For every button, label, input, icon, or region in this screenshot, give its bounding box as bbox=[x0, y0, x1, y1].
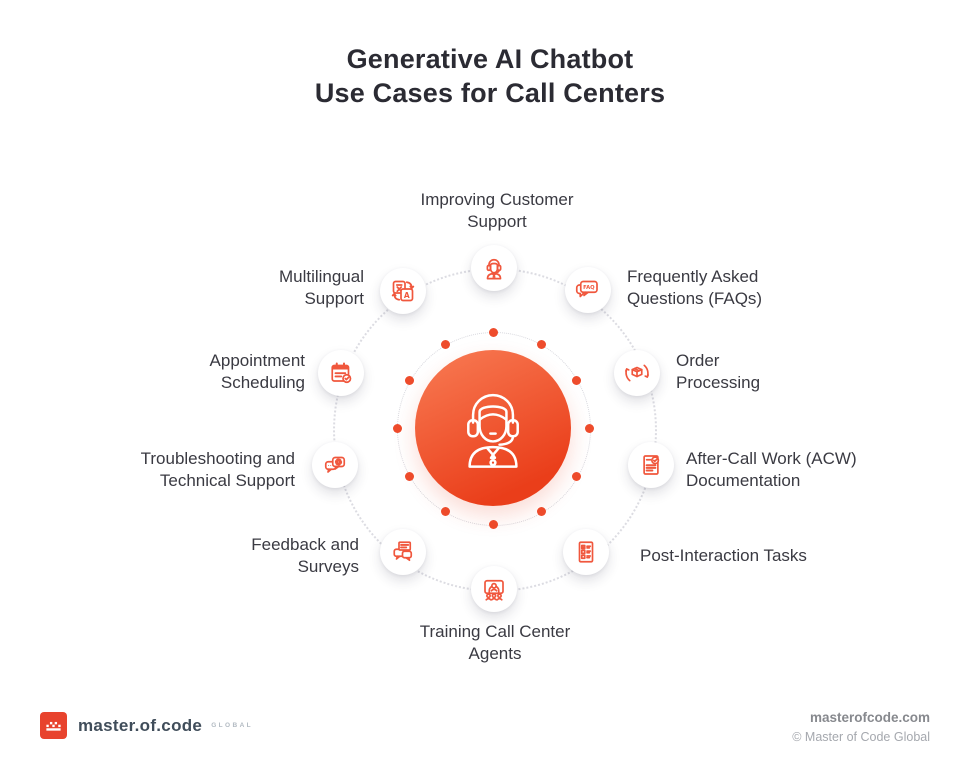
ring-dot bbox=[393, 424, 402, 433]
brand-name: master.of.code bbox=[78, 715, 203, 735]
use-case-badge-training-agents bbox=[471, 566, 517, 612]
feedback-chat-icon bbox=[393, 541, 413, 562]
call-center-agent-icon bbox=[467, 393, 519, 468]
ring-dot bbox=[537, 507, 546, 516]
translate-icon-letter: A bbox=[404, 291, 410, 300]
chat-gear-icon bbox=[324, 456, 346, 473]
copyright-text: © Master of Code Global bbox=[792, 730, 930, 744]
use-case-label-multilingual-support: Multilingual Support bbox=[278, 267, 364, 308]
footer-credits: masterofcode.com © Master of Code Global bbox=[792, 710, 930, 744]
page-title-line2: Use Cases for Call Centers bbox=[314, 78, 666, 108]
use-case-label-training-agents: Training Call Center Agents bbox=[419, 622, 571, 663]
use-case-badge-acw-documentation bbox=[628, 442, 674, 488]
use-case-badge-faq: FAQ bbox=[565, 267, 611, 313]
use-case-badge-multilingual-support: A bbox=[380, 268, 426, 314]
ring-dot bbox=[405, 376, 414, 385]
use-case-label-faq: Frequently Asked Questions (FAQs) bbox=[627, 267, 763, 308]
page-title: Generative AI Chatbot Use Cases for Call… bbox=[0, 42, 980, 110]
document-check-icon bbox=[643, 455, 660, 475]
use-case-label-order-processing: Order Processing bbox=[676, 351, 761, 392]
use-case-label-improving-customer-support: Improving Customer Support bbox=[420, 190, 574, 231]
pixel-crown-icon bbox=[46, 721, 61, 731]
ring-dot bbox=[537, 340, 546, 349]
package-cycle-icon bbox=[625, 364, 649, 382]
brand-suffix: GLOBAL bbox=[211, 722, 254, 729]
ring-dot bbox=[489, 520, 498, 529]
faq-bubble-icon: FAQ bbox=[575, 280, 598, 298]
central-hub bbox=[415, 350, 571, 506]
use-case-badge-order-processing bbox=[614, 350, 660, 396]
use-case-badge-feedback-surveys bbox=[380, 529, 426, 575]
use-case-label-acw-documentation: After-Call Work (ACW) Documentation bbox=[686, 449, 857, 490]
headset-agent-icon bbox=[486, 258, 502, 280]
translate-icon: A bbox=[391, 280, 415, 302]
faq-icon-text: FAQ bbox=[583, 285, 595, 291]
brand-footer: master.of.code GLOBAL bbox=[40, 712, 253, 739]
ring-dot bbox=[405, 472, 414, 481]
use-case-label-post-interaction-tasks: Post-Interaction Tasks bbox=[640, 546, 807, 565]
training-presentation-icon bbox=[484, 579, 504, 601]
ring-dot bbox=[489, 328, 498, 337]
website-link[interactable]: masterofcode.com bbox=[809, 710, 930, 725]
ring-dot bbox=[441, 507, 450, 516]
use-case-badge-post-interaction-tasks bbox=[563, 529, 609, 575]
use-case-badge-troubleshooting bbox=[312, 442, 358, 488]
use-case-badge-improving-customer-support bbox=[471, 245, 517, 291]
ring-dot bbox=[441, 340, 450, 349]
master-of-code-logo bbox=[40, 712, 67, 739]
ring-dot bbox=[572, 376, 581, 385]
page-title-line1: Generative AI Chatbot bbox=[346, 44, 634, 74]
use-case-label-appointment-scheduling: Appointment Scheduling bbox=[209, 351, 305, 392]
calendar-check-icon bbox=[331, 362, 352, 384]
ring-dot bbox=[572, 472, 581, 481]
use-case-badge-appointment-scheduling bbox=[318, 350, 364, 396]
checklist-icon bbox=[578, 541, 594, 563]
ring-dot bbox=[585, 424, 594, 433]
use-case-label-troubleshooting: Troubleshooting and Technical Support bbox=[140, 449, 295, 490]
use-case-label-feedback-surveys: Feedback and Surveys bbox=[251, 535, 359, 576]
